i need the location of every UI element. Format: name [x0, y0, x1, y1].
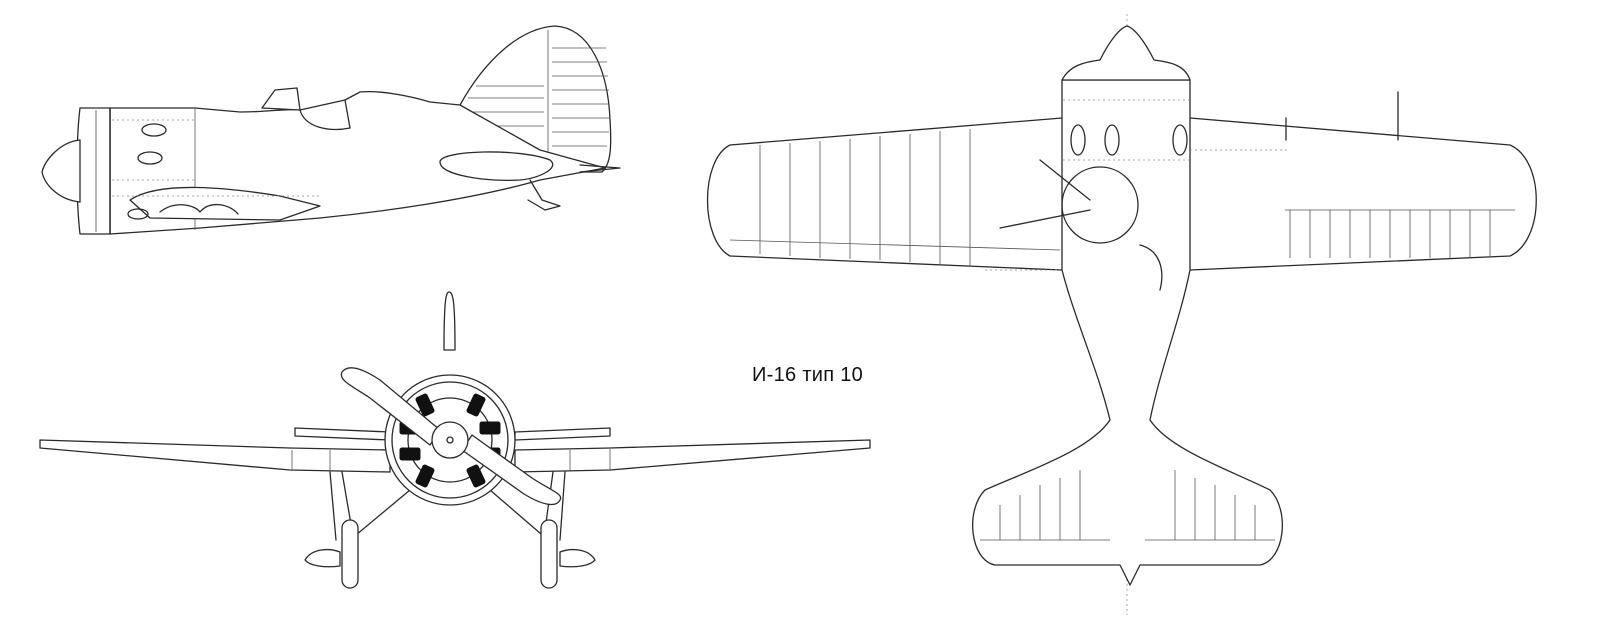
side-view — [41, 25, 621, 235]
aircraft-caption: И-16 тип 10 — [752, 364, 864, 386]
top-view — [706, 14, 1537, 615]
front-view — [39, 291, 871, 589]
